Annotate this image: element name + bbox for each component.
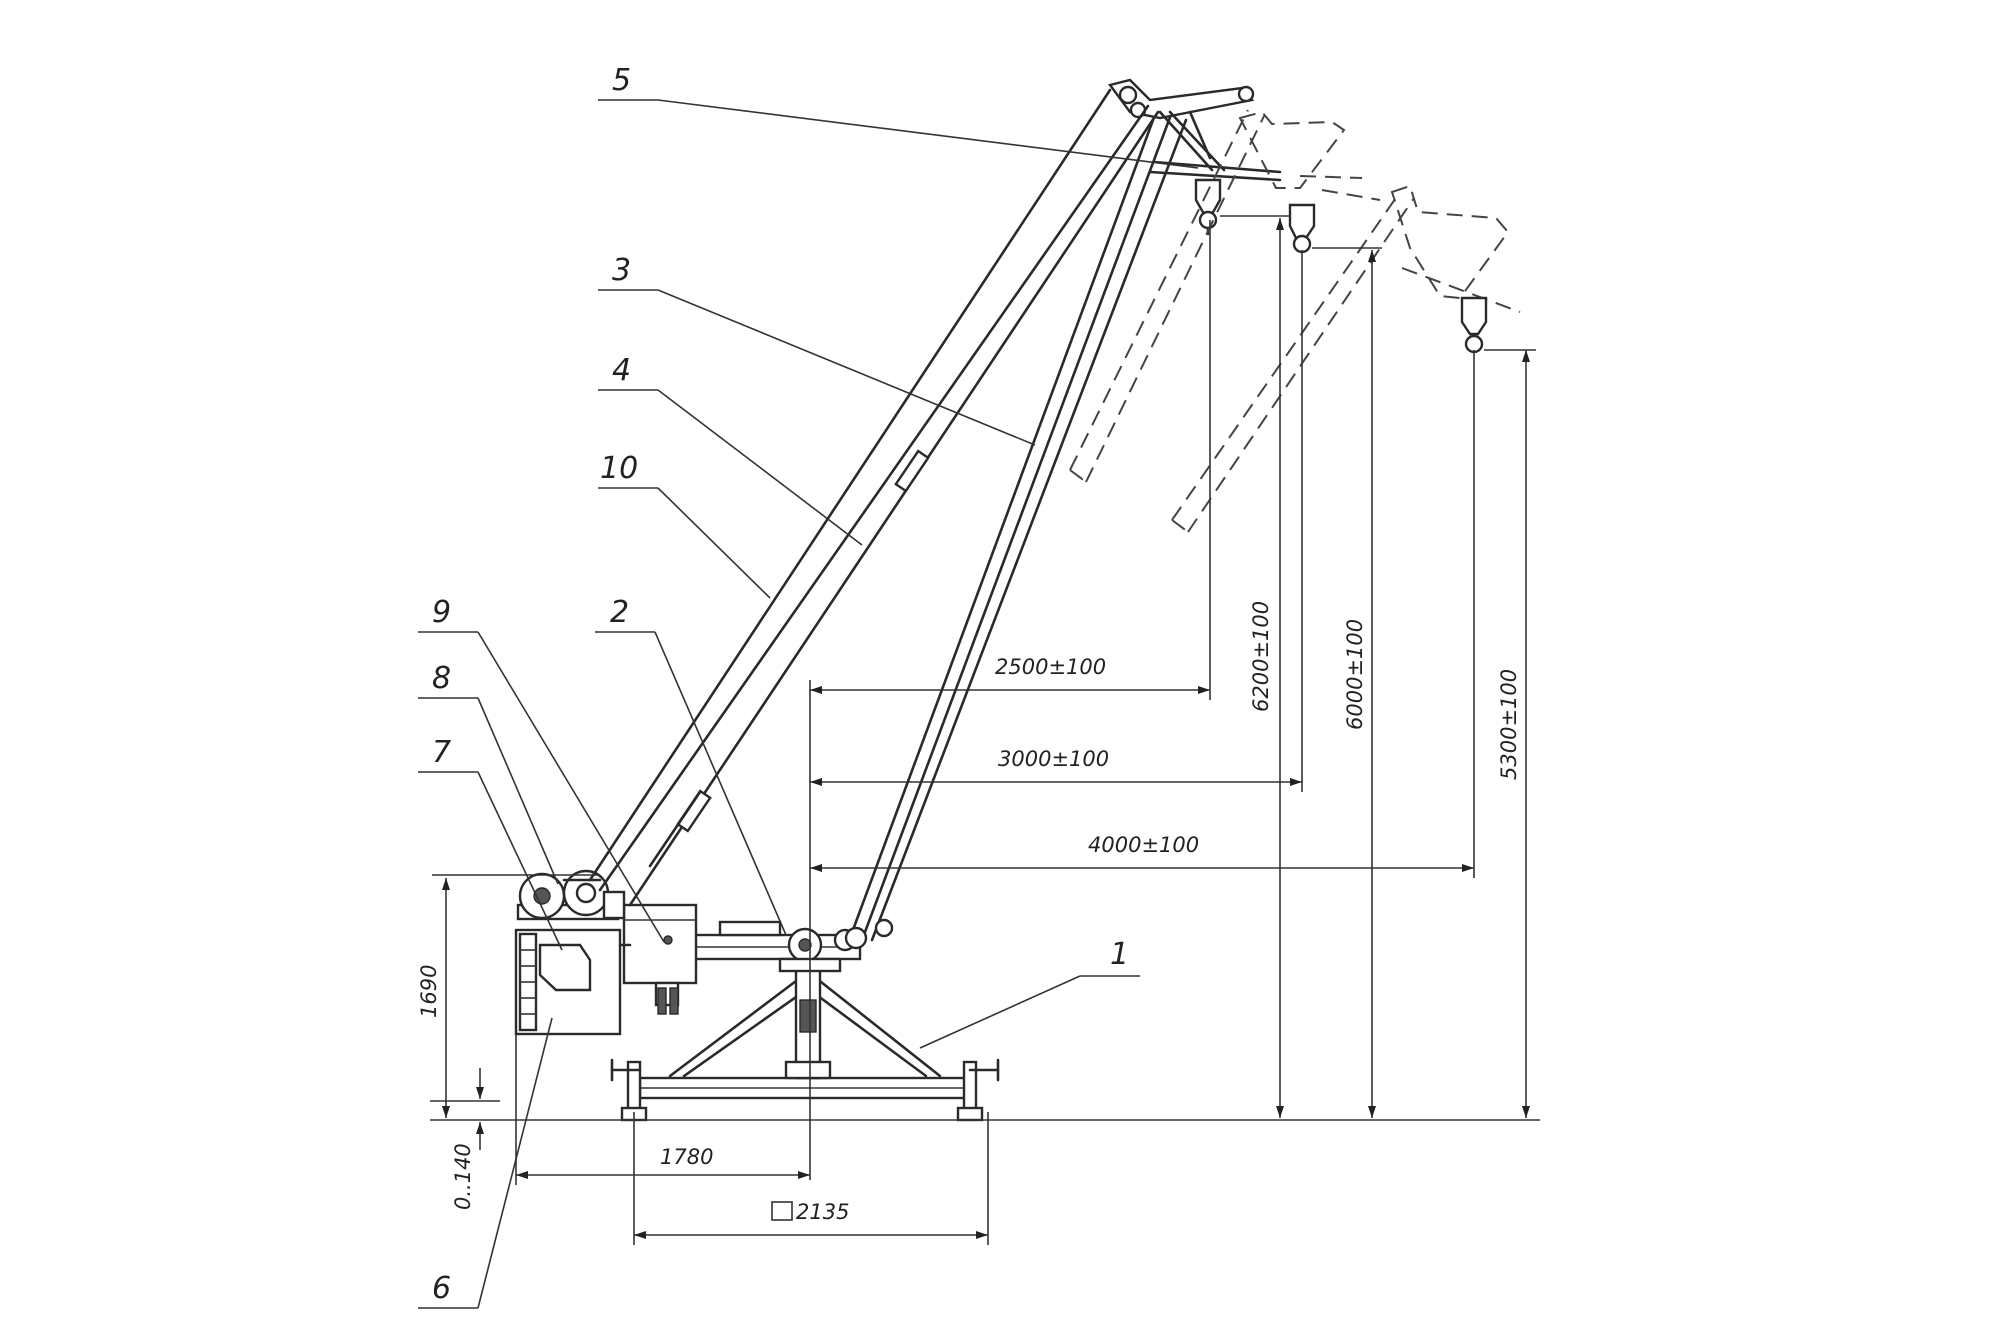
- callout-6: 6: [432, 1271, 451, 1306]
- dim-base-gap: 0..140: [451, 1143, 475, 1210]
- callout-1: 1: [1110, 937, 1129, 972]
- callout-10: 10: [600, 451, 638, 486]
- alternative-boom-position-1: [1069, 109, 1381, 483]
- callout-7: 7: [432, 735, 451, 770]
- callout-2: 2: [610, 595, 629, 630]
- callout-4: 4: [612, 353, 631, 388]
- callout-9: 9: [432, 595, 451, 630]
- stay-ropes: [588, 88, 1160, 907]
- callout-5: 5: [612, 63, 631, 98]
- dim-height-3: 5300±100: [1497, 669, 1521, 780]
- dim-reach-2: 3000±100: [998, 747, 1109, 771]
- dim-base-square: 2135: [796, 1200, 849, 1224]
- dim-reach-1: 2500±100: [995, 655, 1106, 679]
- alternative-boom-position-2: [1171, 184, 1521, 533]
- main-boom: [844, 78, 1255, 950]
- dim-height-1: 6200±100: [1249, 601, 1273, 712]
- counterweight: [514, 928, 632, 1036]
- dim-reach-3: 4000±100: [1088, 833, 1199, 857]
- slewing-platform: [688, 920, 862, 973]
- callout-3: 3: [612, 253, 631, 288]
- callout-leaders: [418, 99, 1199, 1309]
- dim-tail-radius: 1780: [660, 1145, 713, 1169]
- dimension-lines: [432, 215, 1536, 1245]
- jib-hook: [1148, 160, 1282, 236]
- dim-height-2: 6000±100: [1343, 619, 1367, 730]
- callout-8: 8: [432, 661, 451, 696]
- base-frame: [610, 968, 1000, 1122]
- control-box: [622, 903, 698, 1015]
- dim-counterweight-height: 1690: [417, 965, 441, 1018]
